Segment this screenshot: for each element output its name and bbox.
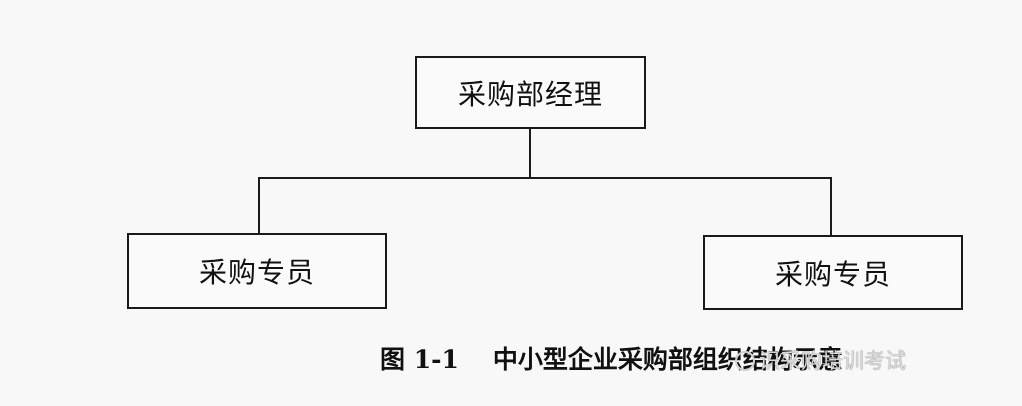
node-purchasing-specialist-left: 采购专员 xyxy=(127,233,387,309)
connector-left-down xyxy=(258,177,260,233)
figure-number: 图 1-1 xyxy=(380,345,459,374)
connector-right-down xyxy=(830,177,832,235)
node-purchasing-specialist-right: 采购专员 xyxy=(703,235,963,310)
watermark-text: 识采购培训考试 xyxy=(759,349,906,373)
node-label: 采购部经理 xyxy=(457,77,603,111)
node-label: 采购专员 xyxy=(774,257,891,291)
figure-caption: 图 1-1 中小型企业采购部组织结构示意 xyxy=(380,340,843,376)
connector-root-down xyxy=(529,129,531,178)
wechat-icon xyxy=(735,351,755,371)
connector-horizontal xyxy=(258,177,832,179)
watermark: 识采购培训考试 xyxy=(735,345,906,375)
node-label: 采购专员 xyxy=(198,256,315,289)
figure-title: 中小型企业采购部组织结构示意 xyxy=(492,345,843,374)
node-purchasing-manager: 采购部经理 xyxy=(415,56,646,129)
